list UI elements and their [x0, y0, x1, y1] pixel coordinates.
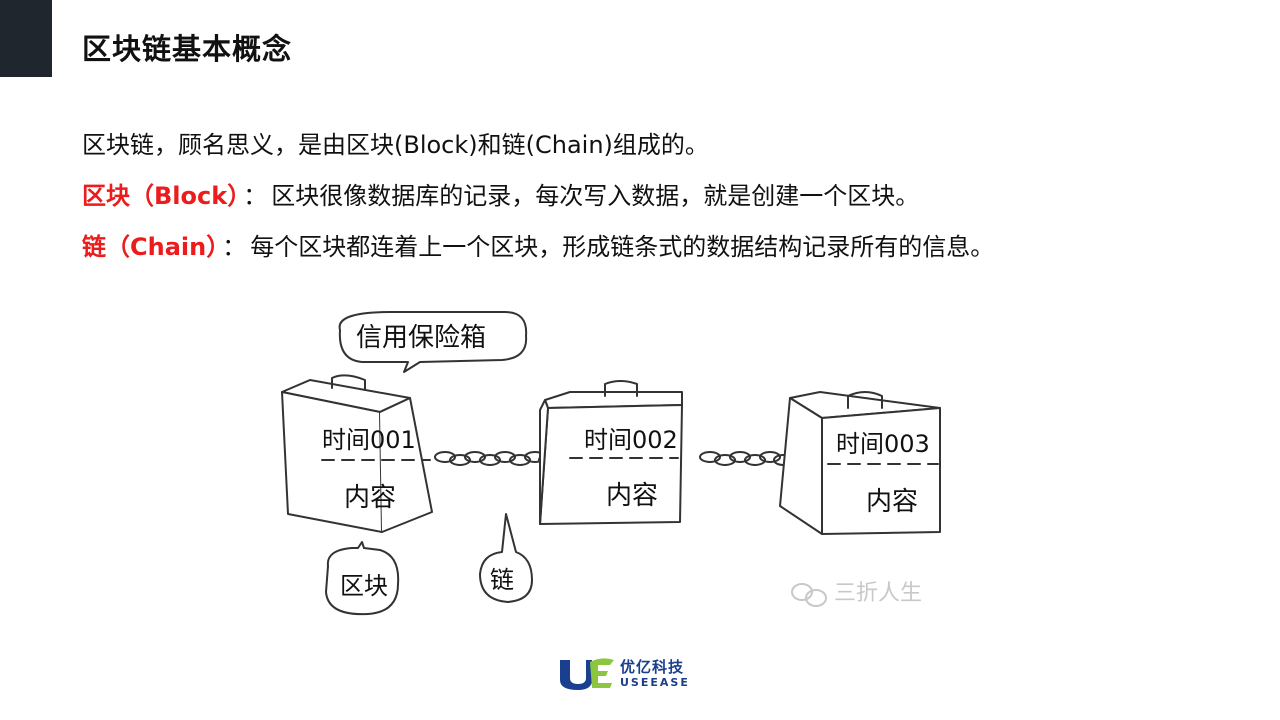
bubble-block-outline — [325, 541, 400, 616]
box-3-time: 时间003 — [836, 430, 930, 458]
bubble-block-label: 区块 — [340, 572, 388, 600]
logo-e-shape — [590, 658, 614, 688]
intro-line: 区块链，顾名思义，是由区块(Block)和链(Chain)组成的。 — [82, 131, 709, 159]
block-definition: 区块（Block）：区块很像数据库的记录，每次写入数据，就是创建一个区块。 — [82, 171, 1232, 222]
block-box-2 — [539, 380, 683, 525]
block-description: 区块很像数据库的记录，每次写入数据，就是创建一个区块。 — [271, 182, 920, 210]
box-2-content: 内容 — [606, 481, 658, 511]
logo-chinese-name: 优亿科技 — [620, 658, 685, 676]
bubble-chain-label: 链 — [490, 566, 514, 594]
content-text: 区块链，顾名思义，是由区块(Block)和链(Chain)组成的。 区块（Blo… — [82, 120, 1232, 273]
chain-link-1 — [434, 451, 558, 466]
corner-decoration — [0, 0, 52, 77]
bubble-top-outline — [338, 311, 528, 373]
watermark-text: 三折人生 — [834, 581, 922, 606]
separator: ： — [222, 233, 247, 261]
page-title: 区块链基本概念 — [82, 32, 293, 66]
block-box-3 — [779, 391, 941, 535]
box-2-time: 时间002 — [584, 426, 678, 454]
chain-term: 链（Chain） — [82, 233, 219, 261]
logo-english-name: USEEASE — [620, 676, 690, 689]
chain-definition: 链（Chain）：每个区块都连着上一个区块，形成链条式的数据结构记录所有的信息。 — [82, 222, 1232, 273]
logo-u-shape — [560, 660, 592, 690]
block-box-1 — [281, 374, 433, 533]
blockchain-diagram: 信用保险箱 时间001 内容 时间002 内容 时间003 内容 区块 链 三折… — [281, 311, 941, 616]
bubble-top-label: 信用保险箱 — [356, 323, 486, 353]
bubble-chain-outline — [479, 513, 533, 603]
box-1-content: 内容 — [344, 483, 396, 513]
chain-description: 每个区块都连着上一个区块，形成链条式的数据结构记录所有的信息。 — [250, 233, 995, 261]
chain-link-2 — [699, 451, 793, 466]
block-term: 区块（Block） — [82, 182, 240, 210]
company-logo — [560, 658, 614, 690]
watermark-icon — [791, 583, 827, 607]
separator: ： — [243, 182, 268, 210]
box-1-time: 时间001 — [322, 426, 416, 454]
box-3-content: 内容 — [866, 487, 918, 517]
